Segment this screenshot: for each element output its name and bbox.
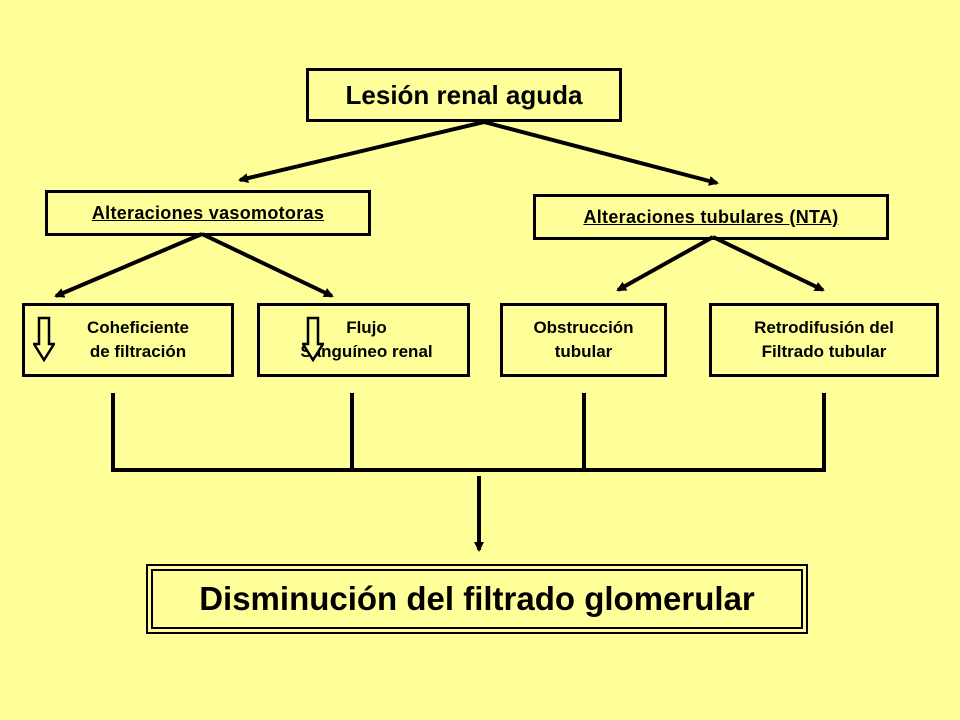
result-label: Disminución del filtrado glomerular [199,580,755,617]
arrow-tubulares-to-obstruccion [616,235,714,292]
arrow-vasomotoras-to-flujo [201,232,334,298]
leaf-retrodifusion-line1: Retrodifusión del [754,318,894,337]
category-vasomotoras-label: Alteraciones vasomotoras [91,202,325,223]
root-label: Lesión renal aguda [345,79,583,110]
leaf-flujo-sanguineo: Flujo Sanguíneo renal [257,303,470,377]
leaf-retrodifusion-filtrado: Retrodifusión del Filtrado tubular [709,303,939,377]
leaf-coeficiente-filtracion: Coheficiente de filtración [22,303,234,377]
leaf-flujo-line2: Sanguíneo renal [300,342,433,361]
leaf-obstruccion-line2: tubular [554,342,613,361]
arrow-tubulares-to-retrodifusion [712,235,825,292]
category-tubulares: Alteraciones tubulares (NTA) [533,194,889,240]
root-node: Lesión renal aguda [306,68,622,122]
down-arrow-icon [33,316,55,362]
category-vasomotoras: Alteraciones vasomotoras [45,190,371,236]
leaf-retrodifusion-line2: Filtrado tubular [761,342,887,361]
leaf-obstruccion-tubular: Obstrucción tubular [500,303,667,377]
leaf-coeficiente-line1: Coheficiente [86,318,190,337]
down-arrow-icon [302,316,324,362]
leaf-flujo-line1: Flujo [346,318,387,337]
category-tubulares-label: Alteraciones tubulares (NTA) [583,206,839,227]
leaf-obstruccion-line1: Obstrucción [533,318,634,337]
leaf-coeficiente-line2: de filtración [89,342,187,361]
arrow-root-to-tubulares [483,120,719,186]
arrow-vasomotoras-to-coeficiente [54,232,203,298]
result-node: Disminución del filtrado glomerular [146,564,808,634]
arrow-root-to-vasomotoras [238,120,485,184]
